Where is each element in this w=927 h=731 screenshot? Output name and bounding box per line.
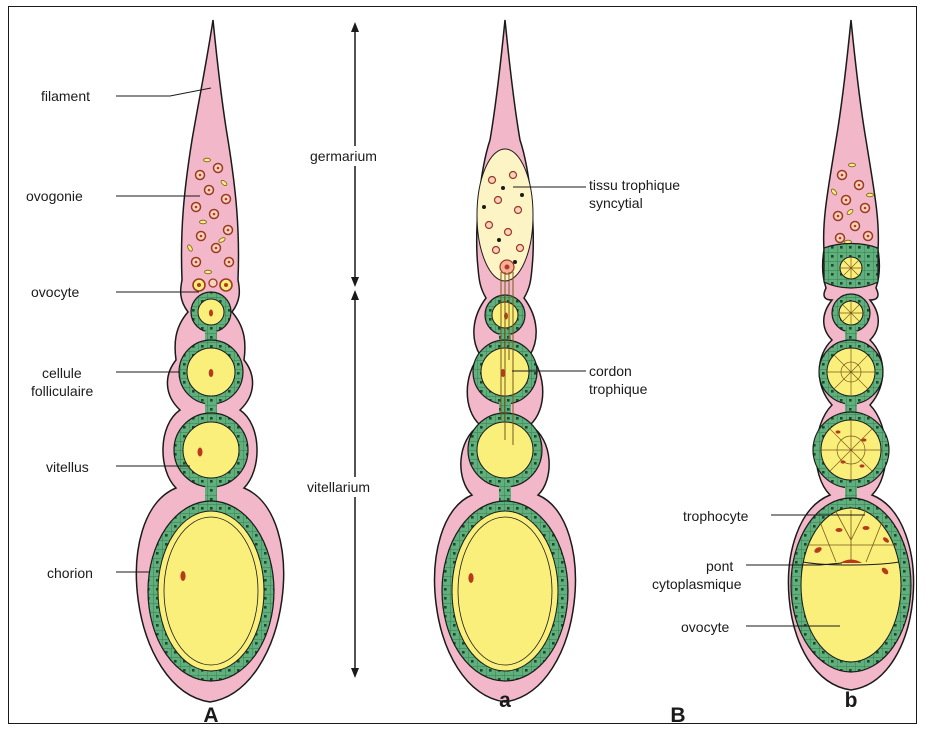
label-trophocyte: trophocyte	[683, 508, 749, 524]
egg-chamber-4-a-lower	[442, 501, 568, 681]
egg-chamber-2-a	[179, 340, 243, 404]
label-filament: filament	[41, 88, 90, 104]
panel-letter-b: b	[845, 689, 858, 712]
label-ovocyte-a: ovocyte	[31, 284, 79, 300]
egg-chamber-1-a	[191, 292, 231, 332]
egg-chamber-3-b	[813, 412, 889, 488]
egg-chamber-3-a	[174, 413, 248, 487]
panel-letter-a: a	[499, 689, 511, 712]
label-pont: pont	[706, 558, 733, 574]
panel-letter-A: A	[203, 704, 218, 727]
label-ovocyte-b: ovocyte	[681, 619, 729, 635]
germarium-cyst-b	[824, 244, 878, 289]
label-tissu-trophique: tissu trophique	[589, 177, 680, 193]
label-cellule: cellule	[42, 365, 82, 381]
label-vitellarium: vitellarium	[307, 479, 370, 495]
label-trophique: trophique	[589, 381, 648, 397]
egg-chamber-2-b	[819, 340, 883, 404]
label-vitellus: vitellus	[46, 459, 89, 475]
label-syncytial: syncytial	[589, 195, 643, 211]
egg-chamber-4-a	[148, 501, 274, 681]
ovariole-a-lower	[435, 20, 576, 702]
panel-letter-B: B	[670, 704, 685, 727]
label-germarium: germarium	[310, 148, 377, 164]
label-cordon: cordon	[589, 363, 632, 379]
egg-chamber-4-b	[791, 498, 911, 672]
ovariole-b	[788, 20, 913, 690]
tissu-trophique-syncytial	[477, 149, 533, 281]
label-chorion: chorion	[47, 565, 93, 581]
ovariole-a	[136, 20, 283, 702]
label-ovogonie: ovogonie	[26, 188, 83, 204]
label-folliculaire: folliculaire	[31, 383, 93, 399]
egg-chamber-1-b	[832, 294, 870, 332]
label-cytoplasmique: cytoplasmique	[652, 576, 742, 592]
